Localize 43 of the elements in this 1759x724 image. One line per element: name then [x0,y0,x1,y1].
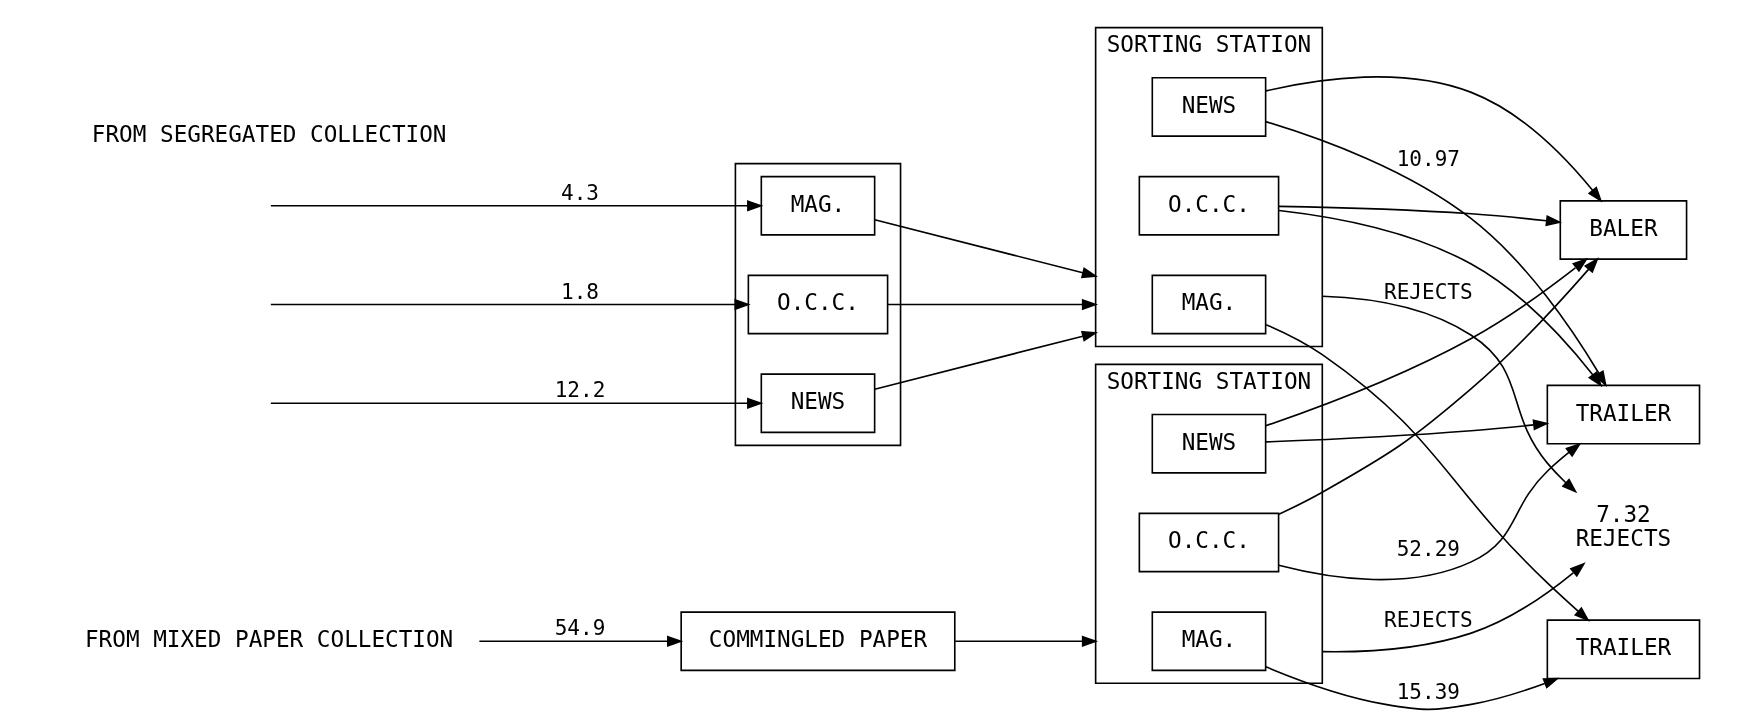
edge-label: 4.3 [560,179,599,205]
arrow [1265,419,1550,443]
arrow [1265,666,1560,711]
edge-label: REJECTS [1384,278,1473,304]
edge-label: 54.9 [554,615,606,641]
node-box: MAG. [760,175,876,236]
arrow [954,635,1099,647]
arrow [1321,562,1586,653]
arrow [1277,205,1563,227]
node-box: BALER [1559,200,1688,260]
node-box: O.C.C. [747,274,889,335]
arrow [1265,76,1603,203]
arrow [478,635,684,647]
arrow [1277,442,1582,581]
arrow [1321,295,1578,494]
edge-label: 52.29 [1396,536,1460,562]
arrow [873,218,1098,279]
edge-label: 10.97 [1396,145,1460,171]
edge-label: 12.2 [554,377,606,403]
node-box: NEWS [1151,413,1267,474]
arrow [270,200,764,212]
arrow [270,397,764,409]
arrow [887,298,1099,311]
node-box: TRAILER [1546,619,1701,680]
node-box: MAG. [1151,611,1267,672]
arrow [1278,257,1599,515]
node-box: COMMINGLED PAPER [680,611,956,672]
node-box: NEWS [760,373,876,434]
arrow [270,298,751,311]
node-box: O.C.C. [1138,512,1280,573]
edge-label: 15.39 [1396,678,1460,704]
arrow [873,330,1098,390]
edge-label: 1.8 [560,278,599,304]
node-box: O.C.C. [1138,175,1280,236]
node-text: FROM MIXED PAPER COLLECTION [84,626,454,653]
node-box: TRAILER [1546,384,1701,445]
node-text: 7.32 REJECTS [1575,500,1672,552]
node-box: NEWS [1151,77,1267,137]
arrow [1265,323,1590,622]
label: FROM SEGREGATED COLLECTION [91,121,447,148]
edge-label: REJECTS [1384,607,1473,633]
arrow [1264,257,1589,427]
node-box: MAG. [1151,274,1267,335]
